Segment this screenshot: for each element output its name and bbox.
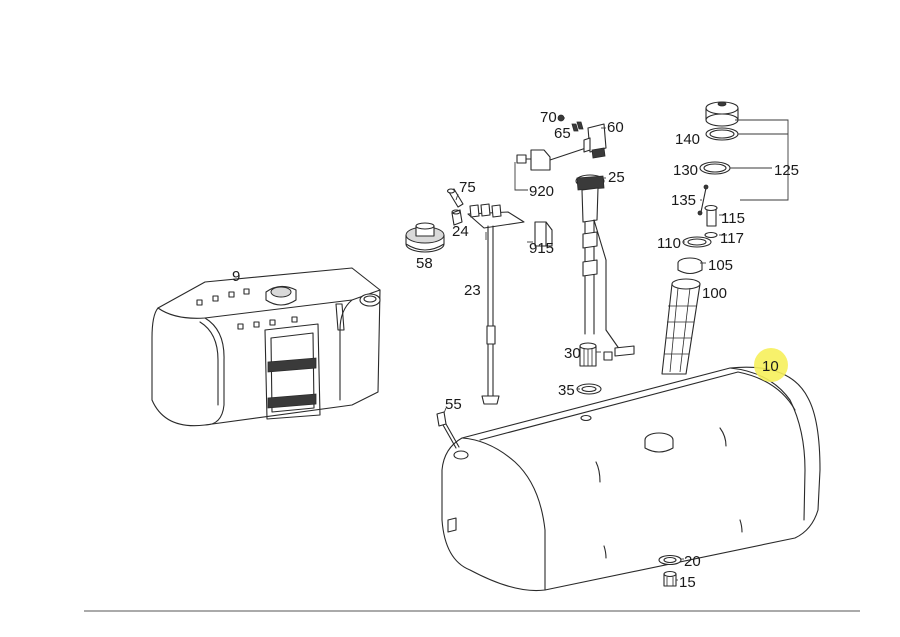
callout-labels: 9 10 15 20 23 24 25 30 35 55 58 60 65 70… [232, 109, 799, 591]
callout-920: 920 [529, 183, 554, 200]
callout-24: 24 [452, 223, 469, 240]
part-23-level-sender [467, 203, 525, 405]
part-65-seal [571, 121, 584, 132]
callout-100: 100 [702, 285, 727, 302]
callout-915: 915 [529, 240, 554, 257]
part-115-bolt [704, 204, 718, 227]
callout-25: 25 [608, 169, 625, 186]
part-15-drain-plug [663, 570, 677, 587]
callout-75: 75 [459, 179, 476, 196]
part-25-suction-sender [575, 174, 635, 357]
callout-140: 140 [675, 131, 700, 148]
callout-23: 23 [464, 282, 481, 299]
callout-9: 9 [232, 268, 240, 285]
callout-70: 70 [540, 109, 557, 126]
callout-105: 105 [708, 257, 733, 274]
part-110-seal [682, 236, 712, 248]
main-fuel-tank [441, 348, 821, 592]
part-35-seal-ring [576, 383, 602, 395]
callout-130: 130 [673, 162, 698, 179]
small-tank-assembly [151, 267, 381, 427]
callout-135: 135 [671, 192, 696, 209]
callout-65: 65 [554, 125, 571, 142]
part-105-ring [677, 257, 703, 275]
callout-20: 20 [684, 553, 701, 570]
part-24-fitting [451, 209, 463, 226]
part-100-filler-strainer [661, 278, 701, 375]
callout-10: 10 [762, 358, 779, 375]
callout-58: 58 [416, 255, 433, 272]
part-55-vent-fitting [436, 411, 460, 449]
callout-110: 110 [657, 235, 681, 252]
part-135-pin [697, 184, 709, 216]
callout-117: 117 [720, 230, 744, 247]
callout-10-highlight [754, 348, 788, 382]
callout-125: 125 [774, 162, 799, 179]
part-20-seal [658, 554, 682, 566]
part-915-connector [534, 221, 553, 247]
callout-60: 60 [607, 119, 624, 136]
callout-115: 115 [721, 210, 745, 227]
part-130-seal-ring [699, 161, 731, 175]
part-58-cap [405, 222, 445, 253]
callout-30: 30 [564, 345, 581, 362]
part-920-connector [516, 147, 587, 171]
callout-35: 35 [558, 382, 575, 399]
callout-15: 15 [679, 574, 696, 591]
part-140-filler-cap [705, 101, 739, 141]
part-117-washer [704, 231, 718, 239]
part-75-screw [446, 188, 464, 208]
leader-lines [443, 117, 789, 581]
part-30-strainer [579, 342, 613, 367]
callout-55: 55 [445, 396, 462, 413]
part-60-plug [583, 123, 607, 159]
